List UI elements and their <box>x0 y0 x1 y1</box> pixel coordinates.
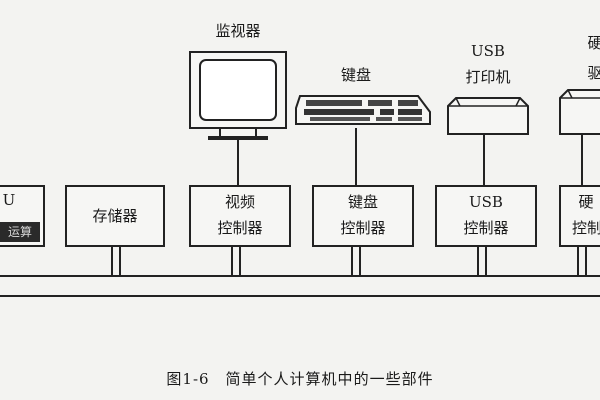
cpu-label: U <box>2 191 16 209</box>
printer-label-line2: 打印机 <box>465 68 511 86</box>
keyboard-label: 键盘 <box>340 66 371 84</box>
memory-box <box>65 185 165 247</box>
drive-label-line2: 驱 <box>587 64 600 82</box>
printer-icon <box>447 97 529 135</box>
usb-controller-box <box>435 185 537 247</box>
disk-controller-box <box>559 185 600 247</box>
keyboard-controller-label-line1: 键盘 <box>347 193 378 211</box>
cpu-label-line2: 运算 <box>7 225 32 239</box>
memory-label: 存储器 <box>92 207 138 225</box>
usb-controller-label-line2: 控制器 <box>463 219 509 237</box>
disk-drive-icon <box>559 89 600 135</box>
video-controller-box <box>189 185 291 247</box>
printer-label-line1: USB <box>471 42 505 60</box>
cpu-register-patch <box>0 222 40 242</box>
monitor-icon <box>189 51 287 140</box>
disk-controller-label-line1: 硬 <box>578 193 594 211</box>
disk-controller-label-line2: 控制 <box>572 219 600 237</box>
video-controller-label-line2: 控制器 <box>217 219 263 237</box>
keyboard-icon <box>295 95 431 125</box>
keyboard-controller-label-line2: 控制器 <box>340 219 386 237</box>
video-controller-label-line1: 视频 <box>224 193 255 211</box>
drive-label-line1: 硬 <box>587 34 600 52</box>
bus-connectors <box>111 246 587 276</box>
figure-caption: 图1-6 简单个人计算机中的一些部件 <box>166 370 434 388</box>
usb-controller-label-line1: USB <box>469 193 503 211</box>
controller-boxes <box>0 185 600 247</box>
device-links <box>237 128 583 186</box>
system-bus <box>0 275 600 297</box>
keyboard-controller-box <box>312 185 414 247</box>
monitor-label: 监视器 <box>215 22 261 40</box>
